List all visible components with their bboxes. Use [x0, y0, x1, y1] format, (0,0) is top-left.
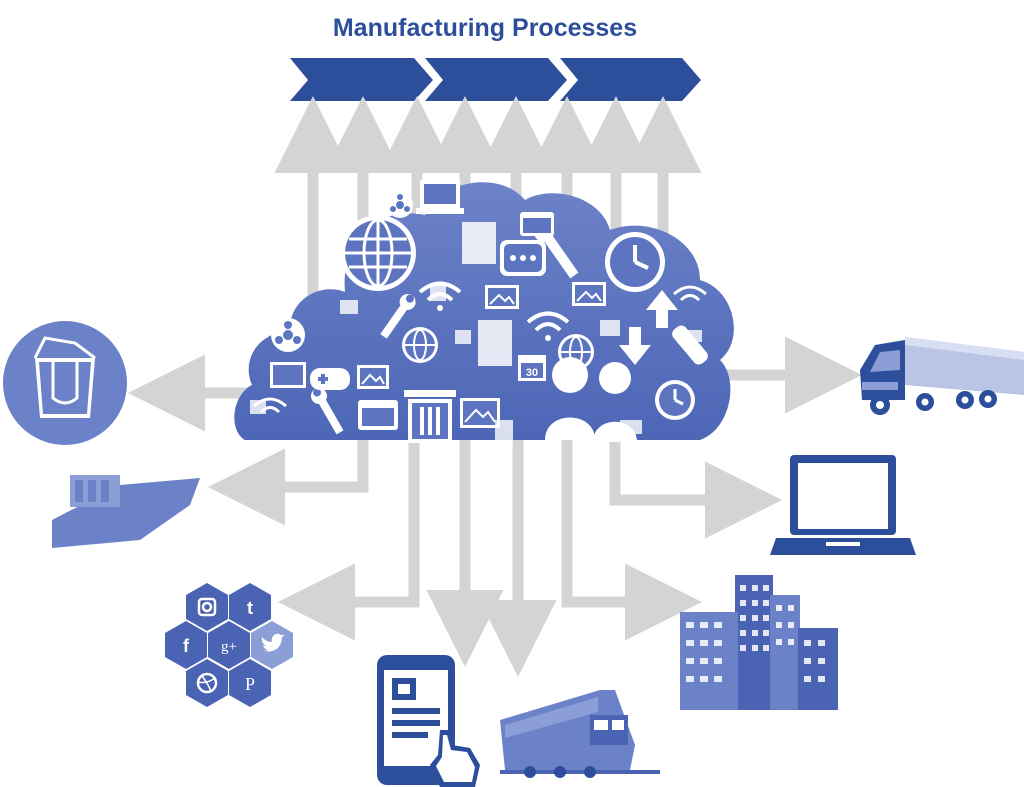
facebook-glyph: f: [183, 636, 190, 656]
facebook-hex-icon: f: [165, 621, 207, 669]
wifi-icon: [673, 285, 707, 302]
calendar-icon: 30: [518, 355, 546, 381]
globe-icon-small: [402, 327, 438, 363]
data-cloud: 30: [234, 180, 734, 443]
users-icon: [545, 357, 637, 442]
phone-icon: [672, 325, 708, 365]
train-icon: [500, 690, 660, 778]
briefcase-icon: [358, 400, 398, 430]
document-icon: [462, 222, 496, 264]
shopping-bag-icon: [3, 321, 127, 445]
chevron-stage-3: [560, 58, 701, 101]
smartphone-icon: [377, 655, 480, 787]
clock-icon: [605, 232, 665, 292]
clock-icon-small: [655, 380, 695, 420]
output-arrows: [128, 336, 862, 677]
tumblr-glyph: t: [247, 598, 253, 618]
wifi-icon: [526, 311, 570, 341]
document-icon: [478, 320, 512, 366]
laptop-small-icon: [416, 180, 464, 214]
dribbble-hex-icon: [186, 659, 228, 707]
chat-bubble-icon: [500, 240, 546, 276]
globe-icon: [340, 215, 416, 291]
social-media-icon: t f g+ P: [165, 583, 293, 707]
trash-icon: [404, 390, 456, 443]
cargo-ship-icon: [52, 475, 200, 548]
chevron-stage-2: [425, 58, 567, 101]
diagram-title: Manufacturing Processes: [332, 14, 638, 42]
twitter-hex-icon: [251, 621, 293, 669]
film-reel-icon: [387, 192, 413, 218]
tumblr-hex-icon: t: [229, 583, 271, 631]
truck-icon: [860, 337, 1024, 415]
office-buildings-icon: [680, 575, 838, 710]
wrench-icon: [311, 387, 344, 435]
tile-icon: [250, 285, 702, 442]
arrow-up-icon: [646, 290, 678, 328]
image-icon: [357, 365, 389, 389]
image-icon: [485, 285, 519, 309]
image-icon: [460, 398, 500, 428]
instagram-hex-icon: [186, 583, 228, 631]
calendar-day: 30: [526, 367, 538, 379]
pinterest-hex-icon: P: [229, 659, 271, 707]
briefcase-icon: [520, 212, 554, 236]
pinterest-glyph: P: [245, 674, 255, 694]
process-chevrons: [290, 58, 701, 101]
gamepad-icon: [310, 368, 350, 390]
google-plus-glyph: g+: [221, 639, 237, 655]
image-icon: [572, 282, 606, 306]
film-reel-icon: [271, 318, 305, 352]
arrow-down-icon: [619, 327, 651, 365]
monitor-icon: [270, 362, 306, 388]
chevron-stage-1: [290, 58, 433, 101]
laptop-icon: [770, 455, 916, 555]
google-plus-hex-icon: g+: [208, 621, 250, 669]
wrench-icon: [380, 293, 416, 339]
